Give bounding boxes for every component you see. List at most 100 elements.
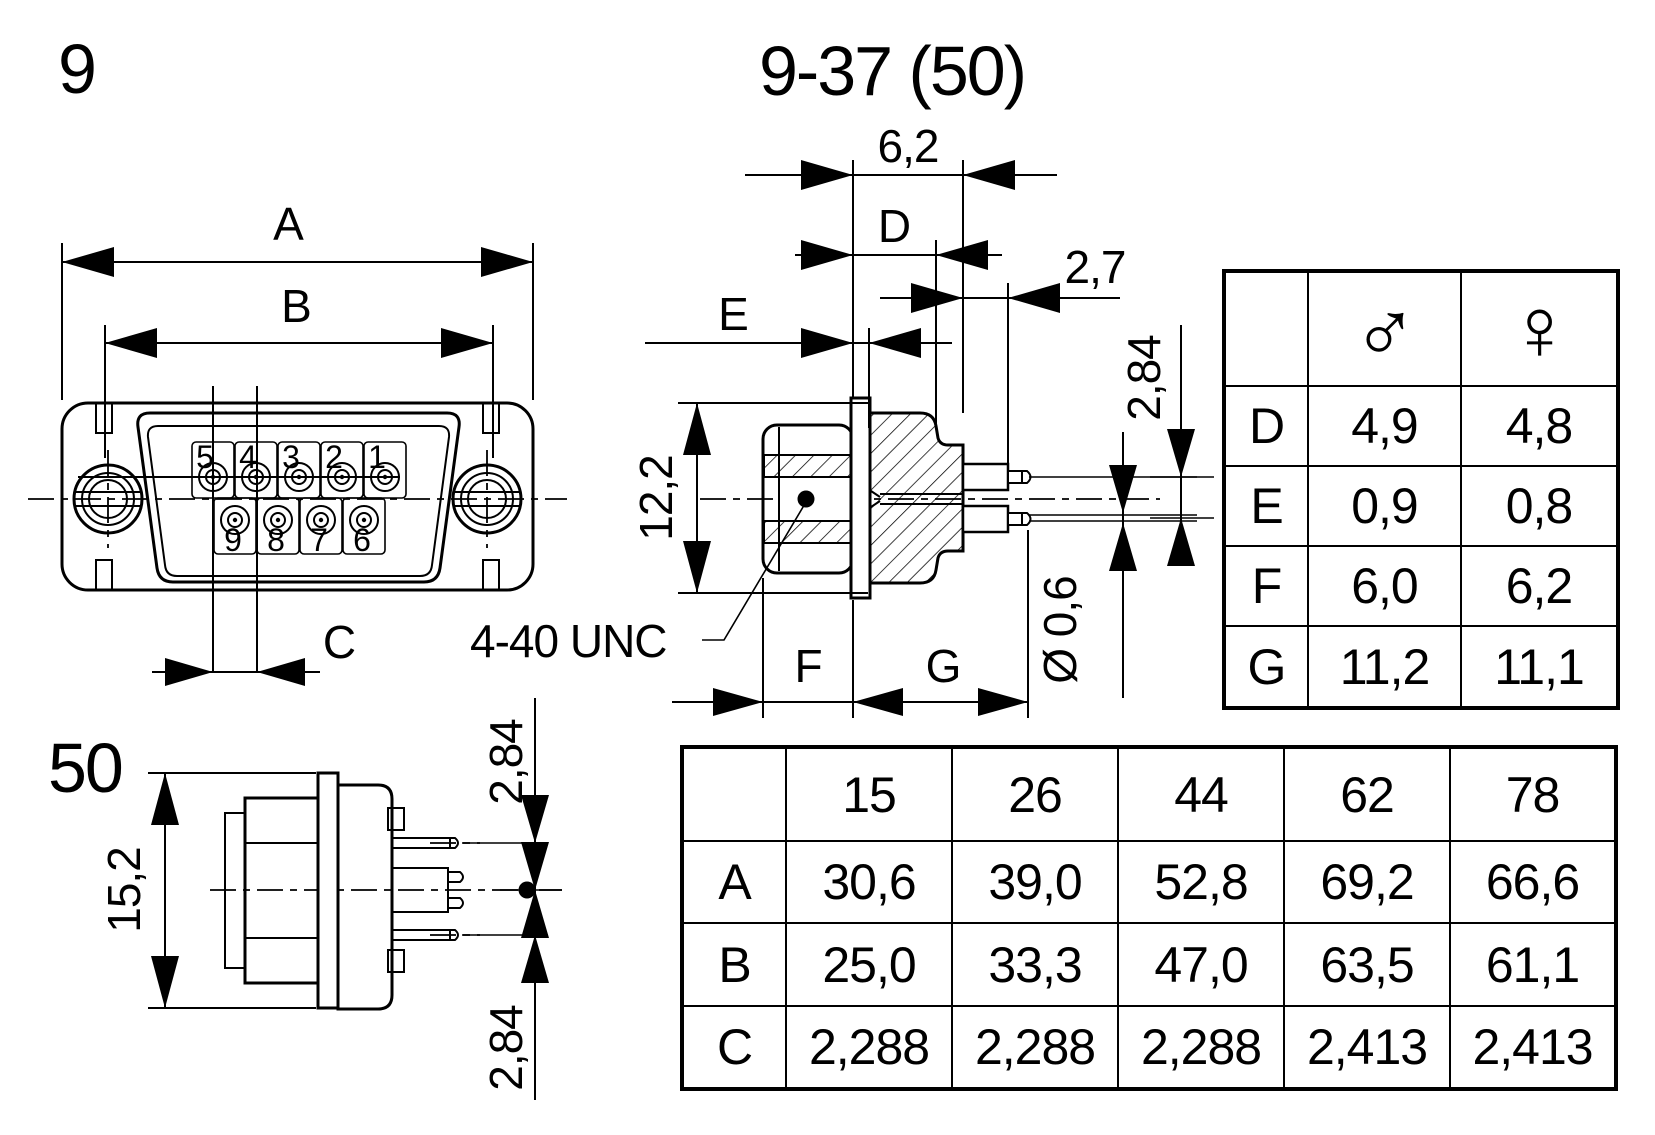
dim-d: D: [795, 200, 1002, 428]
pin-number: 2: [325, 439, 343, 475]
value-a-44: 52,8: [1118, 841, 1284, 923]
thread-label: 4-40 UNC: [470, 615, 667, 667]
dim-27: 2,7: [880, 241, 1126, 465]
pin-number: 7: [310, 522, 328, 558]
dim-62-label: 6,2: [878, 120, 939, 172]
pin-contact: [327, 462, 357, 492]
dim-b: B: [104, 280, 494, 458]
pins-bottom-row: [220, 505, 379, 535]
dim-e-label: E: [718, 288, 748, 340]
value-b-62: 63,5: [1284, 923, 1450, 1006]
dim-284: 2,84: [1118, 325, 1214, 566]
dim-dia06-label: Ø 0,6: [1034, 576, 1086, 684]
value-e-male: 0,9: [1308, 466, 1461, 546]
dshell-outer: [136, 411, 461, 584]
pin-contact: [263, 505, 293, 535]
dim-152-label: 15,2: [98, 847, 150, 933]
value-a-15: 30,6: [786, 841, 952, 923]
dim-284-pair: 2,84 2,84: [462, 698, 562, 1100]
dim-dia06: Ø 0,6: [1034, 432, 1137, 698]
pin-contact: [198, 462, 228, 492]
dim-b-label: B: [281, 280, 311, 332]
holder-prongs: [448, 871, 464, 909]
value-b-44: 47,0: [1118, 923, 1284, 1006]
side-view: 9-37 (50): [470, 32, 1214, 718]
rear-block: [336, 783, 394, 1011]
value-f-female: 6,2: [1461, 546, 1617, 626]
center-holder: [391, 867, 449, 913]
value-g-male: 11,2: [1308, 626, 1461, 707]
dim-62: 6,2: [745, 120, 1057, 413]
dim-d-label: D: [878, 200, 910, 252]
gender-dimension-table: ♂ ♀ D 4,9 4,8 E 0,9 0,8 F 6,0 6,2 G 11,2…: [1222, 269, 1620, 710]
dim-f-label: F: [794, 640, 821, 692]
thread-axis-dot: [797, 490, 815, 508]
pin-contact: [220, 505, 250, 535]
pin-number: 1: [368, 439, 386, 475]
size-table-corner: [683, 748, 786, 841]
thread-cavity: [778, 476, 854, 522]
shell-cap: [224, 812, 246, 969]
col-header-44: 44: [1118, 748, 1284, 841]
front-view-title: 9: [58, 30, 95, 108]
pin-number: 5: [196, 439, 214, 475]
gender-table-corner: [1225, 272, 1308, 386]
dshell-inner: [146, 425, 451, 577]
flange-notch: [482, 559, 500, 590]
dim-284-top-label: 2,84: [480, 719, 532, 805]
dim-122-label: 12,2: [630, 455, 682, 541]
pin-contact: [241, 462, 271, 492]
row-label-c: C: [683, 1006, 786, 1088]
value-f-male: 6,0: [1308, 546, 1461, 626]
size-dimension-table: 15 26 44 62 78 A 30,6 39,0 52,8 69,2 66,…: [680, 745, 1618, 1091]
pin-number: 6: [353, 522, 371, 558]
col-header-62: 62: [1284, 748, 1450, 841]
row-label-g: G: [1225, 626, 1308, 707]
pin-contact: [284, 462, 314, 492]
dim-284-label: 2,84: [1118, 335, 1170, 421]
value-d-female: 4,8: [1461, 386, 1617, 466]
dim-c: C: [152, 616, 356, 686]
screw-right: [451, 450, 523, 548]
mounting-flange: [849, 396, 872, 600]
value-a-78: 66,6: [1450, 841, 1615, 923]
dim-a: A: [61, 198, 534, 400]
row-label-b: B: [683, 923, 786, 1006]
insulator-upper: [961, 462, 1010, 492]
value-c-26: 2,288: [952, 1006, 1118, 1088]
dim-a-label: A: [273, 198, 304, 250]
col-header-78: 78: [1450, 748, 1615, 841]
value-b-78: 61,1: [1450, 923, 1615, 1006]
pin-number: 8: [267, 522, 285, 558]
pin-number: 3: [282, 439, 300, 475]
value-e-female: 0,8: [1461, 466, 1617, 546]
value-a-26: 39,0: [952, 841, 1118, 923]
dim-152: 15,2: [98, 772, 316, 1009]
pin-number: 9: [224, 522, 242, 558]
value-c-62: 2,413: [1284, 1006, 1450, 1088]
rear-body: [868, 411, 965, 585]
value-c-15: 2,288: [786, 1006, 952, 1088]
row-label-f: F: [1225, 546, 1308, 626]
value-b-15: 25,0: [786, 923, 952, 1006]
value-g-female: 11,1: [1461, 626, 1617, 707]
male-icon: ♂: [1308, 272, 1461, 386]
row-label-a: A: [683, 841, 786, 923]
dim-f-g: F G: [672, 530, 1029, 718]
female-icon: ♀: [1461, 272, 1617, 386]
pin-cells: [191, 441, 407, 555]
dim-122: 12,2: [630, 402, 868, 594]
bottom-view-title: 50: [48, 729, 122, 807]
mounting-flange: [316, 771, 340, 1010]
thread-callout: 4-40 UNC: [470, 490, 815, 667]
pin-contact: [370, 462, 400, 492]
screw-left: [72, 450, 144, 548]
value-d-male: 4,9: [1308, 386, 1461, 466]
insulator-lower: [961, 504, 1010, 534]
row-label-d: D: [1225, 386, 1308, 466]
front-view: 9: [28, 30, 567, 686]
flange-outline: [60, 401, 535, 592]
pin-contact: [306, 505, 336, 535]
flange-notch: [95, 559, 113, 590]
